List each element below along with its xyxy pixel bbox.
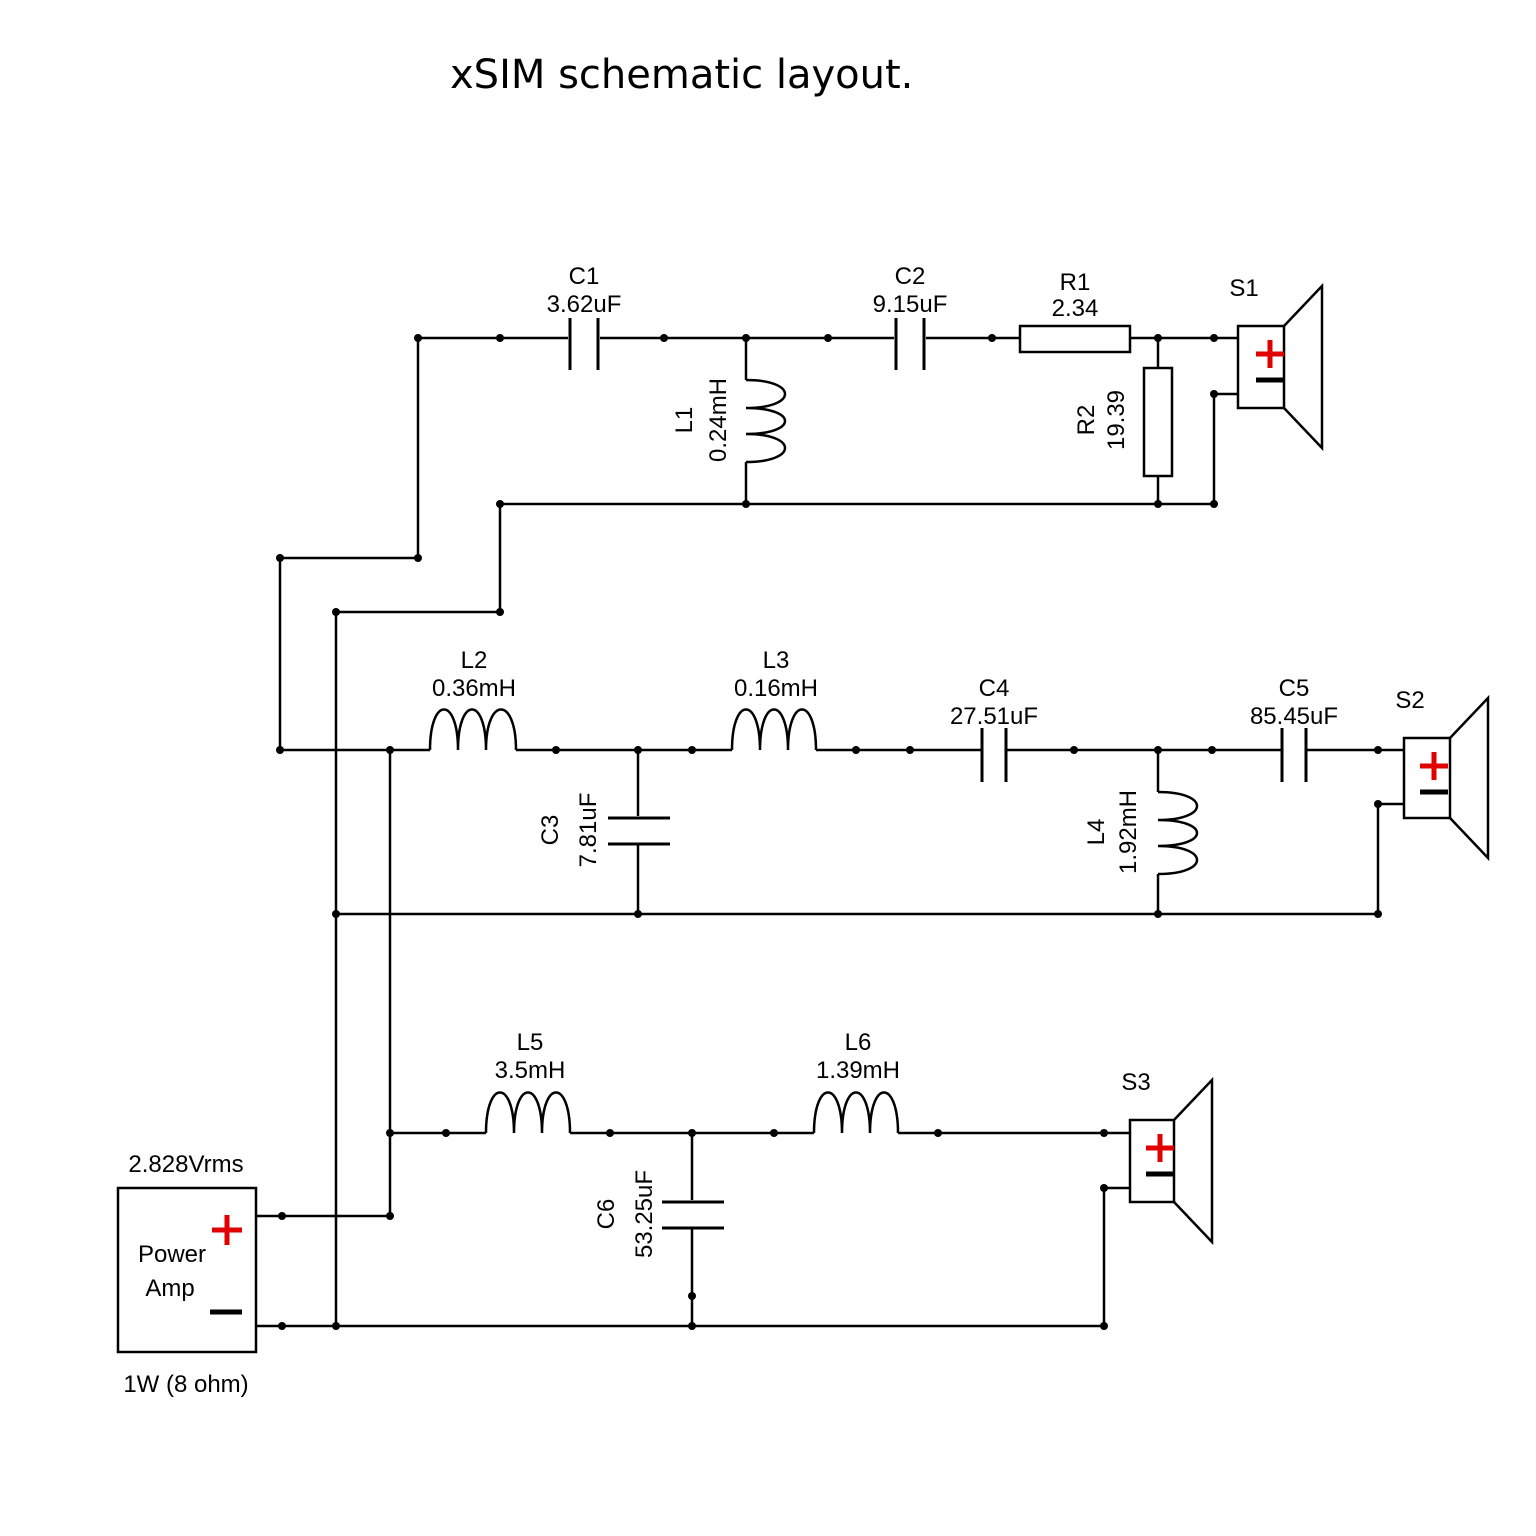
page-title: xSIM schematic layout. — [450, 52, 914, 98]
resistor-r1: R1 2.34 — [1018, 269, 1132, 354]
c6-name: C6 — [593, 1199, 620, 1230]
speaker-s1: S1 — [1229, 275, 1324, 452]
c5-value: 85.45uF — [1250, 703, 1338, 730]
capacitor-c4: C4 27.51uF — [950, 675, 1038, 782]
wires — [256, 336, 1404, 1328]
r2-value: 19.39 — [1103, 390, 1130, 450]
power-amp: Power Amp 2.828Vrms 1W (8 ohm) — [116, 1151, 258, 1398]
c3-name: C3 — [537, 815, 564, 846]
inductor-l1: L1 0.24mH — [671, 378, 787, 464]
l4-value: 1.92mH — [1115, 790, 1142, 874]
l3-value: 0.16mH — [734, 675, 818, 702]
inductor-l6: L6 1.39mH — [812, 1029, 900, 1134]
c6-value: 53.25uF — [631, 1170, 658, 1258]
amp-label-line2: Amp — [145, 1275, 194, 1302]
c4-value: 27.51uF — [950, 703, 1038, 730]
c1-value: 3.62uF — [547, 291, 622, 318]
capacitor-c5: C5 85.45uF — [1250, 675, 1338, 782]
capacitor-c1: C1 3.62uF — [547, 263, 622, 370]
l1-name: L1 — [671, 407, 698, 434]
c1-name: C1 — [569, 263, 600, 290]
s3-label: S3 — [1121, 1069, 1150, 1096]
amp-power: 1W (8 ohm) — [123, 1371, 248, 1398]
inductor-l2: L2 0.36mH — [428, 647, 518, 751]
speaker-s2: S2 — [1395, 687, 1490, 862]
inductor-l4: L4 1.92mH — [1083, 790, 1199, 876]
l5-value: 3.5mH — [495, 1057, 566, 1084]
l6-name: L6 — [845, 1029, 872, 1056]
capacitor-c3: C3 7.81uF — [537, 793, 670, 868]
amp-label-line1: Power — [138, 1241, 206, 1268]
l5-name: L5 — [517, 1029, 544, 1056]
capacitor-c6: C6 53.25uF — [593, 1170, 724, 1258]
l3-name: L3 — [763, 647, 790, 674]
c2-name: C2 — [895, 263, 926, 290]
s1-label: S1 — [1229, 275, 1258, 302]
c5-name: C5 — [1279, 675, 1310, 702]
r1-name: R1 — [1060, 269, 1091, 296]
l2-name: L2 — [461, 647, 488, 674]
inductor-l3: L3 0.16mH — [730, 647, 818, 751]
c4-name: C4 — [979, 675, 1010, 702]
r2-name: R2 — [1073, 405, 1100, 436]
amp-voltage: 2.828Vrms — [128, 1151, 243, 1178]
r1-value: 2.34 — [1052, 295, 1099, 322]
speaker-s3: S3 — [1121, 1069, 1214, 1246]
s2-label: S2 — [1395, 687, 1424, 714]
l6-value: 1.39mH — [816, 1057, 900, 1084]
l1-value: 0.24mH — [705, 378, 732, 462]
l4-name: L4 — [1083, 819, 1110, 846]
capacitor-c2: C2 9.15uF — [873, 263, 948, 370]
resistor-r2: R2 19.39 — [1073, 366, 1174, 478]
inductor-l5: L5 3.5mH — [484, 1029, 572, 1134]
l2-value: 0.36mH — [432, 675, 516, 702]
c3-value: 7.81uF — [575, 793, 602, 868]
c2-value: 9.15uF — [873, 291, 948, 318]
junction-dots — [276, 334, 1382, 1330]
